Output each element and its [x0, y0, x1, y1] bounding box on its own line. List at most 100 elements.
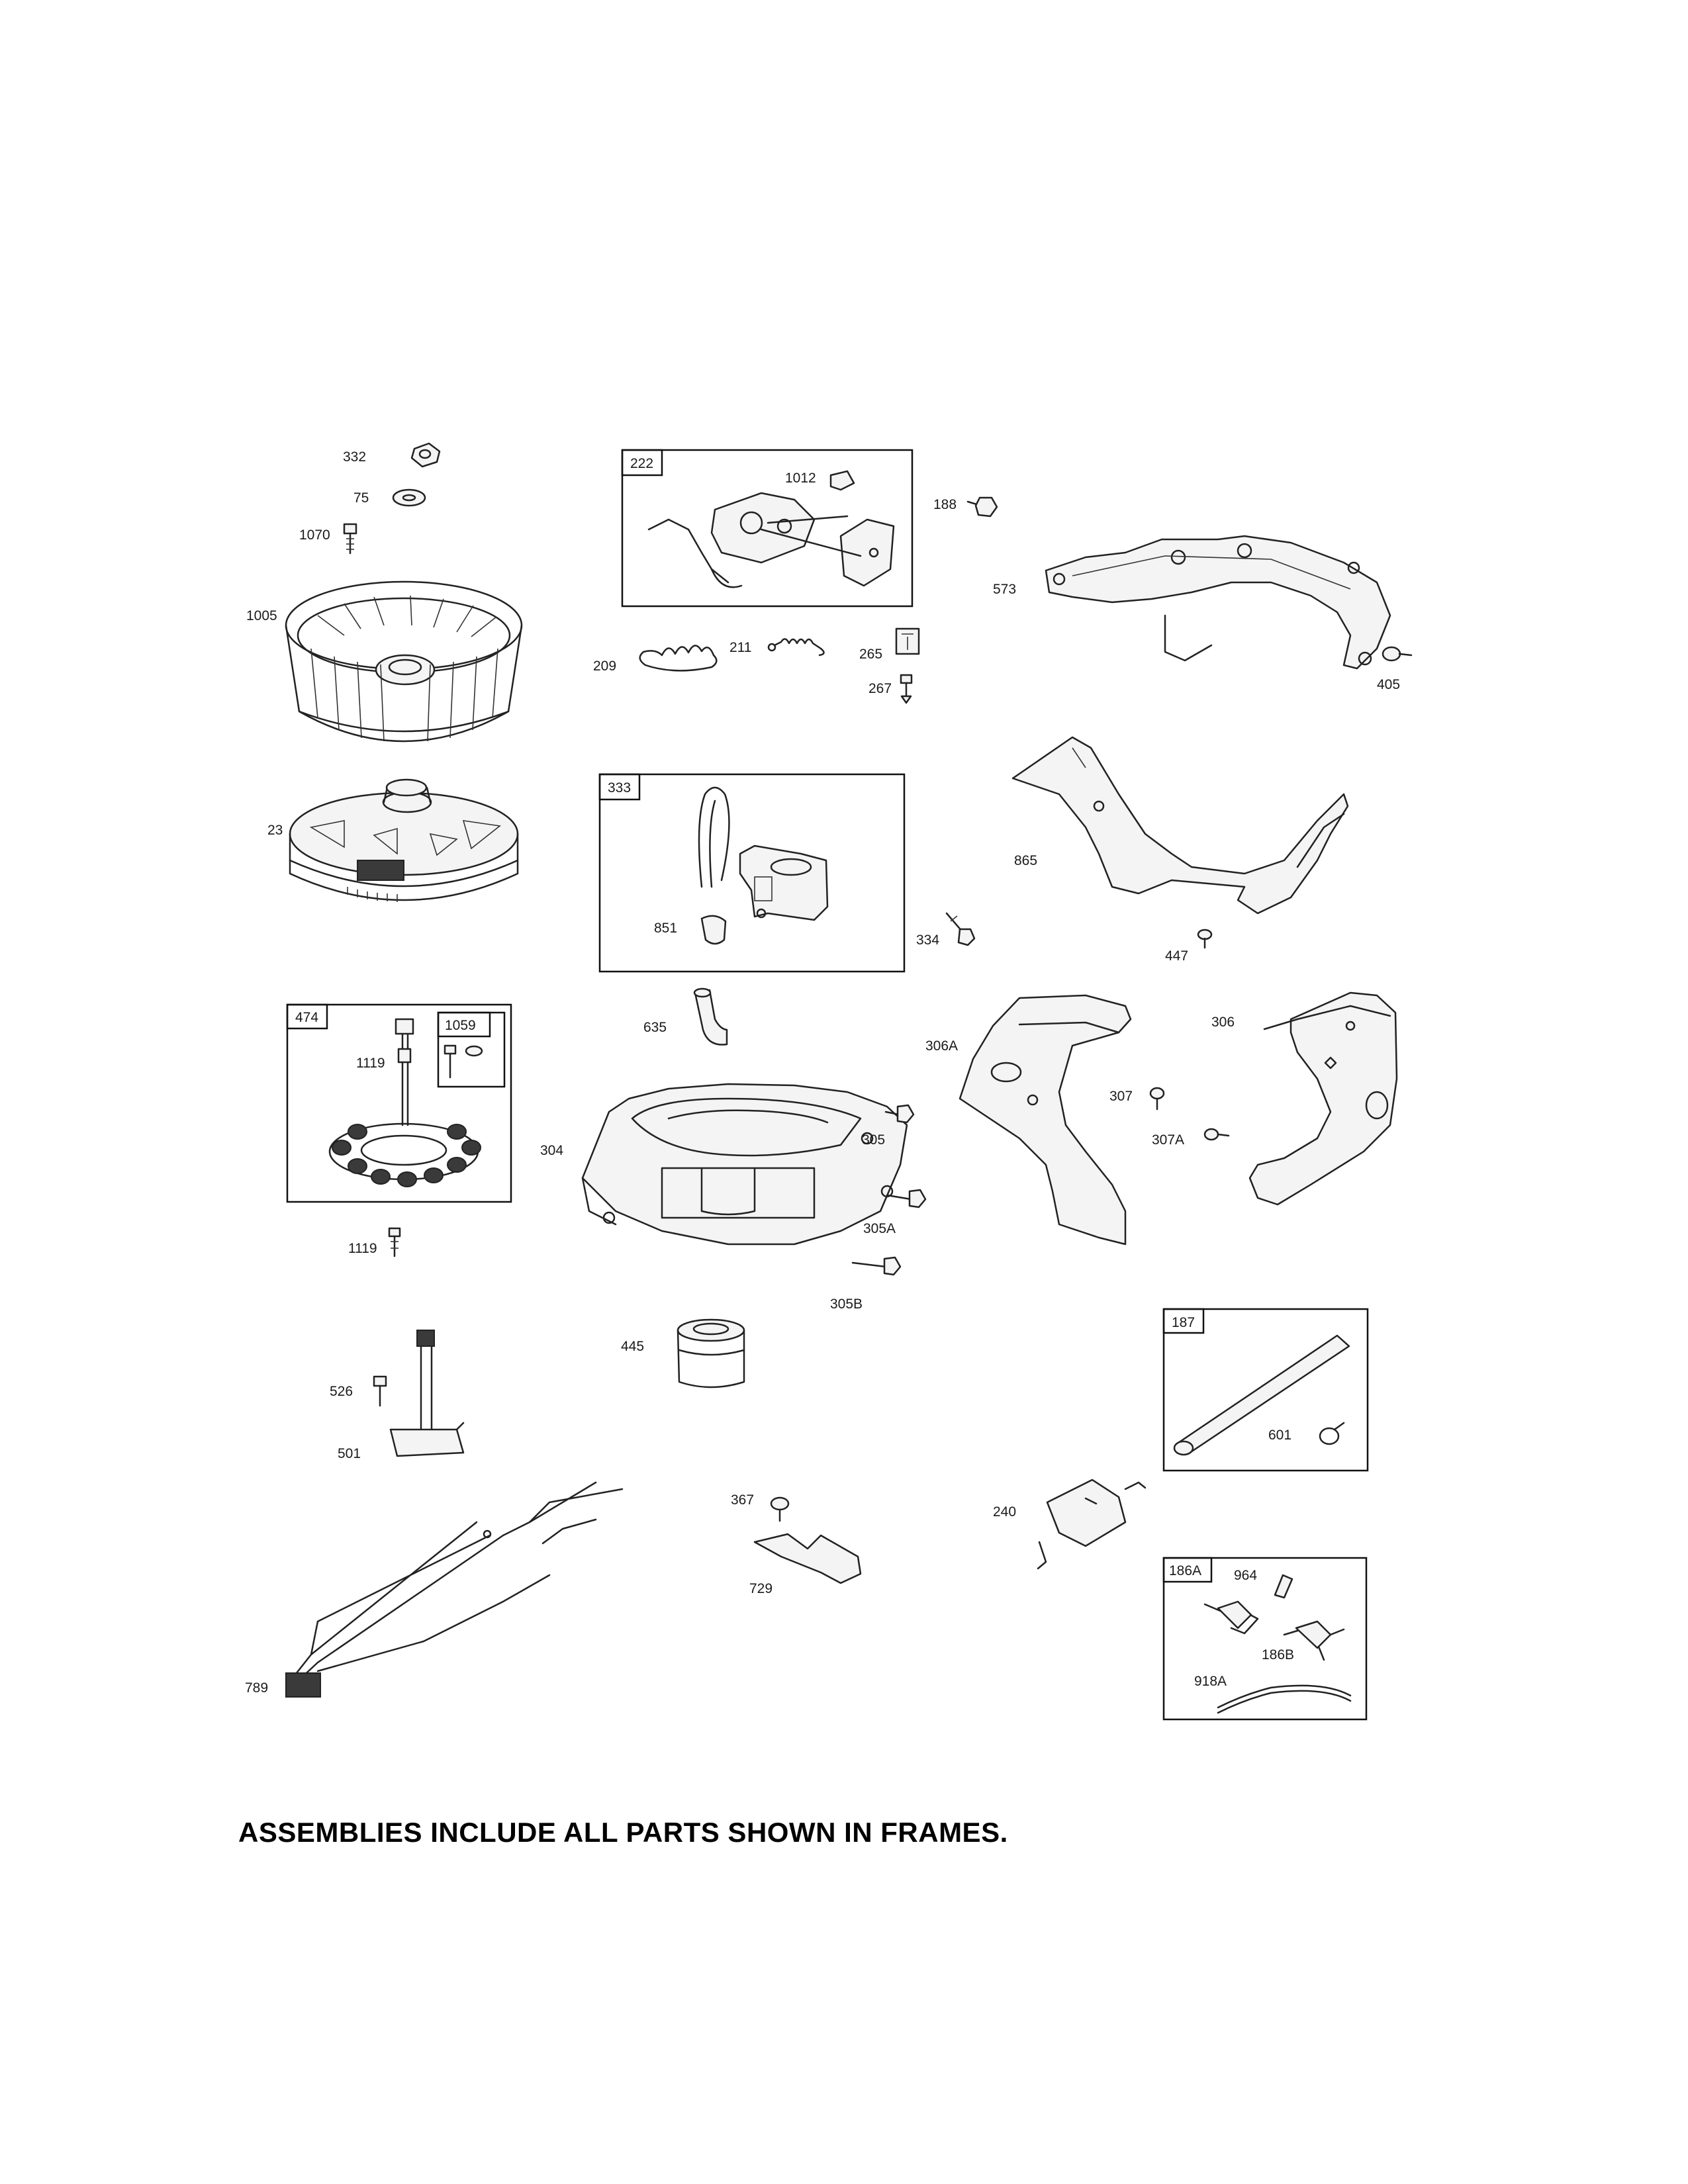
part-label-1119-frame: 1119 — [356, 1056, 385, 1071]
flywheel-fan-1005 — [285, 580, 523, 743]
frame-tag-474: 474 — [295, 1010, 319, 1025]
part-label-265: 265 — [859, 647, 883, 662]
elbow-635 — [693, 987, 728, 1046]
frame-222 — [621, 449, 914, 608]
bolt-305A — [886, 1189, 927, 1208]
part-label-211: 211 — [729, 640, 752, 655]
stator-474 — [328, 1018, 481, 1187]
part-label-1119-loose: 1119 — [348, 1241, 377, 1256]
part-label-573: 573 — [993, 582, 1017, 597]
part-label-334: 334 — [916, 933, 940, 948]
frame-333-tagbox — [598, 773, 641, 801]
part-label-240: 240 — [993, 1504, 1017, 1520]
screw-405 — [1382, 646, 1413, 662]
tube-187 — [1173, 1334, 1350, 1456]
part-label-445: 445 — [621, 1339, 645, 1354]
part-label-405: 405 — [1377, 677, 1401, 692]
part-label-501: 501 — [338, 1446, 361, 1461]
fitting-186B — [1283, 1620, 1345, 1661]
part-label-307: 307 — [1109, 1089, 1133, 1104]
part-label-1070: 1070 — [299, 527, 330, 543]
bolt-305B — [851, 1256, 902, 1276]
part-label-964: 964 — [1234, 1568, 1258, 1583]
part-label-635: 635 — [643, 1020, 667, 1035]
part-label-267: 267 — [868, 681, 892, 696]
screw-367 — [770, 1496, 790, 1522]
frame-474-tagbox — [286, 1003, 328, 1030]
part-label-186B: 186B — [1262, 1647, 1295, 1662]
baffle-573 — [1045, 535, 1391, 670]
flywheel-23 — [289, 778, 519, 902]
frame-474 — [286, 1003, 512, 1203]
part-label-918A: 918A — [1194, 1674, 1227, 1689]
part-label-332: 332 — [343, 449, 367, 465]
screw-washer-1059 — [444, 1044, 483, 1079]
air-filter-445 — [677, 1318, 745, 1388]
fuel-filter-240 — [1037, 1479, 1147, 1570]
bolt-188 — [966, 496, 998, 518]
part-label-789: 789 — [245, 1680, 269, 1696]
part-label-306: 306 — [1211, 1015, 1235, 1030]
spring-209 — [639, 645, 718, 672]
governor-assembly-222 — [647, 470, 895, 588]
spring-211 — [767, 638, 825, 657]
part-label-304: 304 — [540, 1143, 564, 1158]
shield-306A — [959, 994, 1132, 1246]
screw-307 — [1149, 1087, 1165, 1111]
part-label-865: 865 — [1014, 853, 1038, 868]
bolt-334 — [945, 912, 976, 946]
frame-tag-222: 222 — [630, 456, 654, 471]
part-label-1012: 1012 — [785, 471, 816, 486]
screw-307A — [1203, 1128, 1230, 1141]
part-label-367: 367 — [731, 1492, 755, 1508]
frame-333 — [598, 773, 906, 973]
wiring-harness-789 — [285, 1481, 624, 1698]
rectifier-501 — [389, 1330, 465, 1457]
frame-187 — [1162, 1308, 1369, 1472]
spark-plug-boot-851 — [700, 915, 727, 945]
assemblies-footnote: ASSEMBLIES INCLUDE ALL PARTS SHOWN IN FR… — [238, 1817, 1008, 1848]
part-label-601: 601 — [1268, 1428, 1292, 1443]
clip-265 — [895, 627, 920, 655]
screw-1119-loose — [388, 1227, 401, 1257]
part-label-447: 447 — [1165, 948, 1189, 964]
frame-1059-tagbox — [437, 1011, 491, 1038]
part-label-729: 729 — [749, 1581, 773, 1596]
frame-186A — [1162, 1557, 1368, 1721]
washer-75 — [392, 488, 426, 507]
screw-447 — [1197, 929, 1213, 949]
part-label-851: 851 — [654, 921, 678, 936]
bolt-526 — [373, 1375, 387, 1407]
frame-222-tagbox — [621, 449, 663, 477]
part-label-305: 305 — [862, 1132, 886, 1148]
part-label-305A: 305A — [863, 1221, 896, 1236]
bolt-1070 — [343, 523, 357, 555]
part-label-306A: 306A — [925, 1038, 959, 1054]
part-label-526: 526 — [330, 1384, 353, 1399]
fitting-964 — [1274, 1574, 1293, 1599]
frame-186A-tagbox — [1162, 1557, 1213, 1583]
clamp-601 — [1319, 1422, 1345, 1445]
plate-729 — [753, 1533, 862, 1584]
screw-267 — [900, 674, 913, 704]
frame-tag-186A: 186A — [1169, 1563, 1202, 1578]
part-label-1005: 1005 — [246, 608, 277, 623]
part-label-188: 188 — [933, 497, 957, 512]
part-label-209: 209 — [593, 659, 617, 674]
frame-tag-187: 187 — [1172, 1315, 1196, 1330]
hose-918A — [1217, 1684, 1352, 1714]
part-label-307A: 307A — [1152, 1132, 1185, 1148]
bolt-305 — [884, 1104, 915, 1124]
part-label-305B: 305B — [830, 1297, 863, 1312]
blower-housing-304 — [581, 1083, 908, 1246]
fitting-186A-part — [1203, 1600, 1259, 1635]
bracket-865 — [1011, 736, 1349, 915]
part-label-23: 23 — [267, 823, 283, 838]
frame-187-tagbox — [1162, 1308, 1205, 1334]
part-label-75: 75 — [353, 490, 369, 506]
ignition-module-333 — [698, 786, 829, 921]
frame-tag-333: 333 — [608, 780, 632, 796]
nut-332 — [410, 442, 441, 468]
